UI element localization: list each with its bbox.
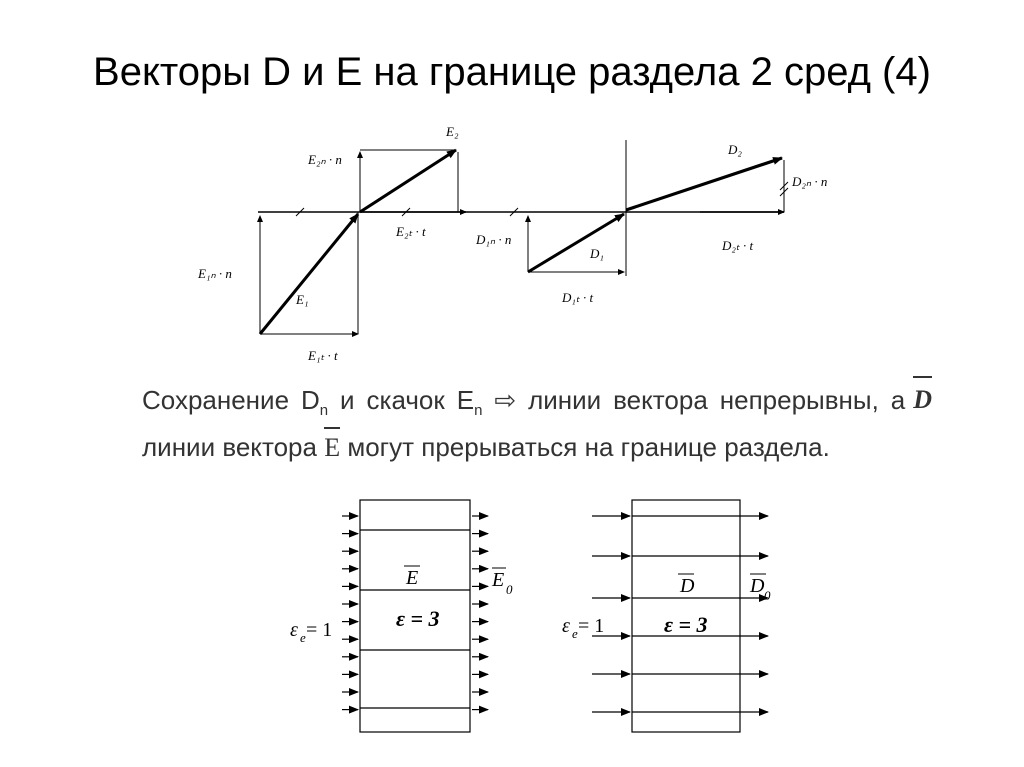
caption-arrow: ⇨ [482, 385, 529, 415]
label-d1: D₁ [589, 246, 604, 261]
vec-e-inside: E [405, 567, 418, 589]
eps-out-left: ε [290, 619, 298, 641]
label-e2n: E₂ₙ · n [307, 152, 342, 167]
d1-vector [527, 212, 625, 274]
caption-part2: и скачок E [328, 385, 475, 415]
label-e1: E₁ [295, 292, 308, 307]
label-d1n: D₁ₙ · n [475, 232, 511, 247]
label-d2: D₂ [727, 142, 742, 157]
eps-in-left: ε = 3 [396, 606, 440, 631]
dielectric-slab-left [359, 499, 471, 733]
label-d1t: D₁ₜ · t [561, 290, 593, 305]
bottom-right-diagram: D D 0 ε e = 1 ε = 3 [562, 499, 771, 733]
e2-vector [359, 148, 457, 214]
eps-out-left-sub: e [300, 630, 306, 645]
d2-vector [625, 156, 783, 212]
vec-e0-sub: 0 [506, 582, 513, 597]
caption-vec-d: D [913, 376, 932, 418]
caption-part4: непрерывны, а линии вектора [142, 385, 906, 463]
e1-vector [258, 213, 360, 335]
caption-sub1: n [319, 402, 329, 420]
label-d2t: D₂ₜ · t [721, 238, 753, 253]
caption-sub2: n [474, 402, 483, 420]
label-e2: E₂ [445, 124, 459, 139]
vec-d0-outside: D [749, 575, 765, 597]
vec-d0-sub: 0 [764, 588, 771, 603]
label-d2n: D₂ₙ · n [791, 174, 827, 189]
bottom-left-diagram: E E 0 ε e = 1 ε = 3 [290, 499, 513, 733]
caption-vec-e: E [324, 427, 341, 462]
top-diagram [257, 140, 789, 337]
dielectric-slab-right [631, 499, 741, 733]
top-diagram-labels: E₂ E₂ₙ · n E₂ₜ · t E₁ E₁ₙ · n E₁ₜ · t D₂… [197, 124, 827, 363]
slide-title: Векторы D и E на границе раздела 2 сред … [93, 50, 931, 94]
label-e1t: E₁ₜ · t [307, 348, 338, 363]
caption-part3: линии вектора [528, 385, 708, 415]
eps-in-right: ε = 3 [664, 612, 708, 637]
label-e2t: E₂ₜ · t [395, 224, 426, 239]
vec-d-inside: D [679, 575, 695, 597]
eps-out-right-val: = 1 [578, 615, 604, 637]
eps-out-right: ε [562, 615, 570, 637]
caption-part1: Сохранение D [142, 385, 320, 415]
eps-out-left-val: = 1 [306, 619, 332, 641]
vec-e0-outside: E [491, 569, 504, 591]
caption-part5: могут прерываться на границе раздела. [340, 432, 830, 463]
label-e1n: E₁ₙ · n [197, 266, 232, 281]
eps-out-right-sub: e [572, 626, 578, 641]
